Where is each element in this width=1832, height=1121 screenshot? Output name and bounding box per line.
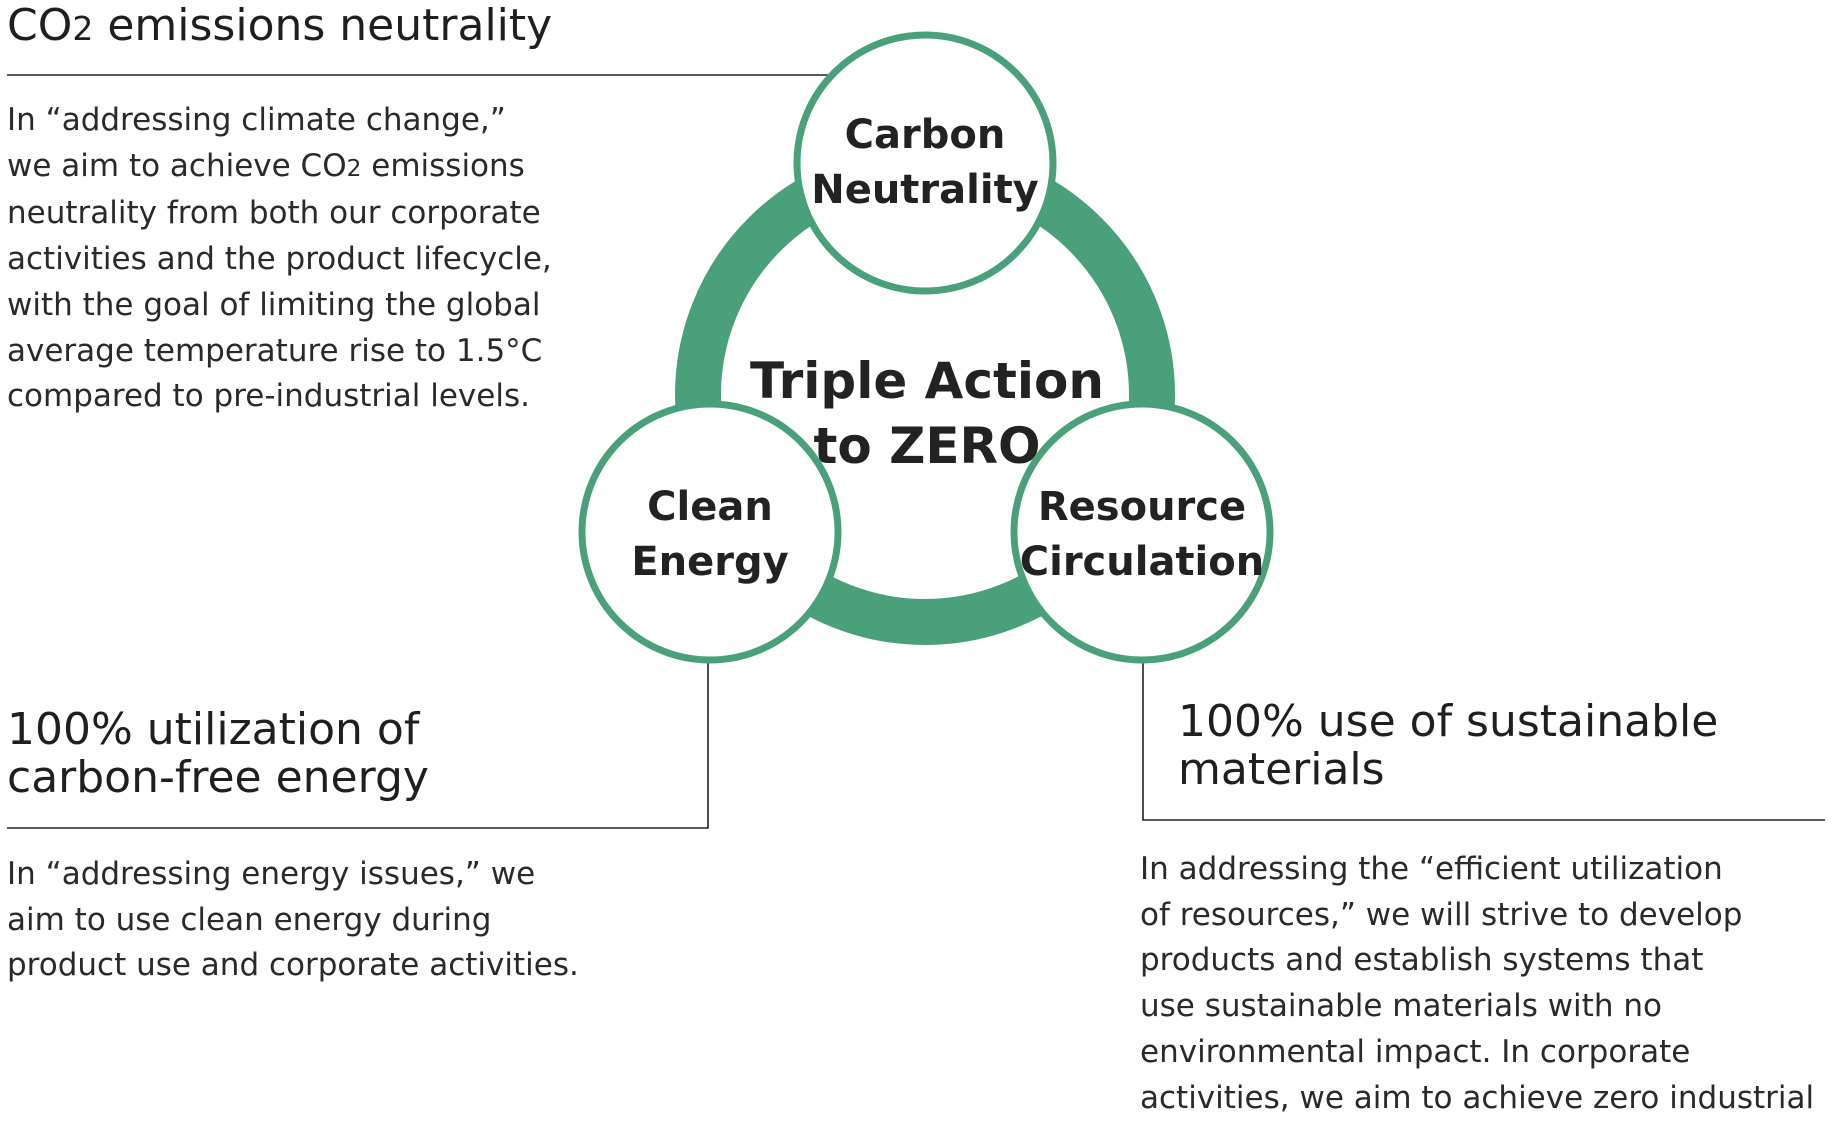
node-circle-carbon — [793, 31, 1057, 295]
node-circle-energy — [578, 400, 842, 664]
materials-text-line: In addressing the “efficient utilization — [1140, 851, 1723, 887]
carbon-text-line: In “addressing climate change,” — [7, 102, 506, 138]
node-label-resource-line2: Circulation — [1020, 539, 1264, 585]
node-label-carbon-line2: Neutrality — [811, 167, 1039, 213]
connector-materials — [1142, 616, 1825, 821]
carbon-title-pre: CO — [7, 0, 73, 51]
carbon-text-line: average temperature rise to 1.5°C — [7, 332, 543, 369]
node-carbon-neutrality: Carbon Neutrality — [793, 31, 1057, 295]
carbon-text-line: activities and the product lifecycle, — [7, 241, 552, 278]
node-label-energy-line1: Clean — [647, 484, 773, 530]
materials-title-line1: 100% use of sustainable — [1178, 696, 1719, 747]
node-circle-resource — [1010, 400, 1274, 664]
carbon-text-line: compared to pre-industrial levels. — [7, 378, 530, 415]
materials-text-line: use sustainable materials with no — [1140, 988, 1662, 1025]
materials-text-line: environmental impact. In corporate — [1140, 1033, 1691, 1070]
node-label-resource-line1: Resource — [1038, 484, 1246, 530]
carbon-text-line: neutrality from both our corporate — [7, 195, 541, 232]
carbon-text-line: we aim to achieve CO2 emissions — [7, 147, 525, 184]
node-label-carbon-line1: Carbon — [845, 112, 1006, 158]
materials-section-title: 100% use of sustainable materials — [1178, 698, 1718, 794]
node-clean-energy: Clean Energy — [578, 400, 842, 664]
carbon-title-subscript: 2 — [72, 9, 94, 48]
energy-title-line2: carbon-free energy — [7, 752, 429, 803]
materials-text-line: products and establish systems that — [1140, 942, 1704, 979]
energy-text-line: In “addressing energy issues,” we — [7, 856, 536, 892]
energy-title-line1: 100% utilization of — [7, 704, 420, 755]
materials-section-text: In addressing the “efficient utilization… — [1140, 847, 1814, 1121]
carbon-text-line: with the goal of limiting the global — [7, 286, 541, 323]
materials-text-line: activities, we aim to achieve zero indus… — [1140, 1079, 1815, 1116]
energy-section-text: In “addressing energy issues,” we aim to… — [7, 852, 579, 989]
carbon-title-post: emissions neutrality — [93, 0, 553, 51]
energy-text-line: aim to use clean energy during — [7, 901, 492, 938]
energy-text-line: product use and corporate activities. — [7, 947, 579, 984]
center-label-line2: to ZERO — [813, 417, 1040, 475]
materials-title-line2: materials — [1178, 744, 1385, 795]
connector-energy — [7, 624, 709, 829]
node-resource-circulation: Resource Circulation — [1010, 400, 1274, 664]
materials-text-line: of resources,” we will strive to develop — [1140, 896, 1743, 933]
energy-section-title: 100% utilization of carbon-free energy — [7, 706, 429, 802]
node-label-energy-line2: Energy — [631, 539, 788, 585]
center-label-line1: Triple Action — [750, 352, 1104, 410]
carbon-section-title: CO2 emissions neutrality — [7, 2, 552, 53]
carbon-section-text: In “addressing climate change,” we aim t… — [7, 98, 552, 420]
